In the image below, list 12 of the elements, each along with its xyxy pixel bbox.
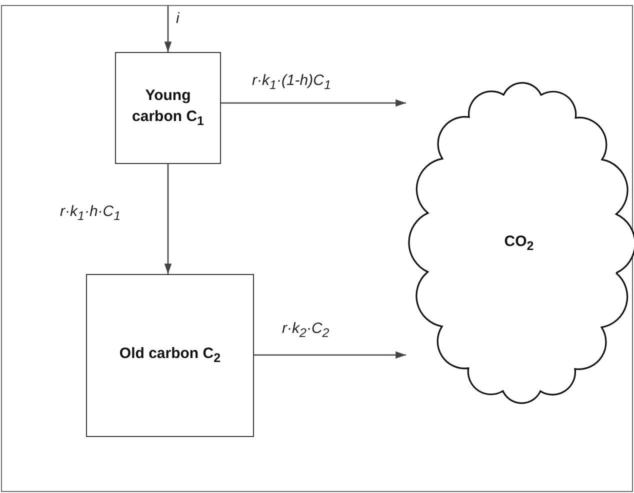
node-label: Old carbon C$_{2}$: [119, 344, 221, 367]
node-label: Young carbon C$_{1}$: [131, 86, 205, 130]
arrow: [164, 6, 172, 52]
edge-label: r·k$_{1}$·h·C$_{1}$: [60, 203, 121, 223]
process-box: [115, 52, 221, 164]
node-label: CO$_{2}$: [504, 232, 534, 254]
arrow: [164, 164, 172, 274]
edge-label: r·k$_{2}$·C$_{2}$: [282, 320, 330, 340]
arrow: [254, 351, 406, 359]
arrow: [221, 99, 406, 107]
edge-label: r·k$_{1}$·(1-h)C$_{1}$: [252, 72, 331, 92]
process-box: [86, 274, 254, 437]
